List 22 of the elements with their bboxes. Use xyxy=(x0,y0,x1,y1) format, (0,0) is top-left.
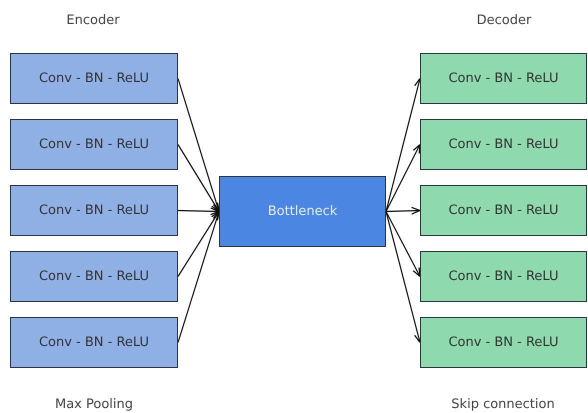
note-text: Skip connection xyxy=(451,397,555,412)
layer-box: Conv - BN - ReLU xyxy=(10,317,178,368)
bottleneck-box: Bottleneck xyxy=(219,176,386,247)
column-heading: Encoder xyxy=(66,13,120,28)
layer-box: Conv - BN - ReLU xyxy=(10,185,178,236)
layer-box: Conv - BN - ReLU xyxy=(420,53,587,104)
arrow xyxy=(178,210,220,277)
column-heading: Decoder xyxy=(476,13,532,28)
layer-box: Conv - BN - ReLU xyxy=(10,119,178,170)
arrow xyxy=(177,210,220,343)
note-text: Max Pooling xyxy=(55,397,133,412)
layer-box: Conv - BN - ReLU xyxy=(420,317,587,368)
arrow xyxy=(178,207,220,216)
layer-box: Conv - BN - ReLU xyxy=(420,119,587,170)
arrow xyxy=(177,144,220,212)
layer-box: Conv - BN - ReLU xyxy=(10,251,178,302)
arrow xyxy=(385,211,421,278)
arrow xyxy=(385,144,421,212)
layer-box: Conv - BN - ReLU xyxy=(420,185,587,236)
layer-box: Conv - BN - ReLU xyxy=(10,53,178,104)
arrow xyxy=(386,206,421,215)
layer-box: Conv - BN - ReLU xyxy=(420,251,587,302)
